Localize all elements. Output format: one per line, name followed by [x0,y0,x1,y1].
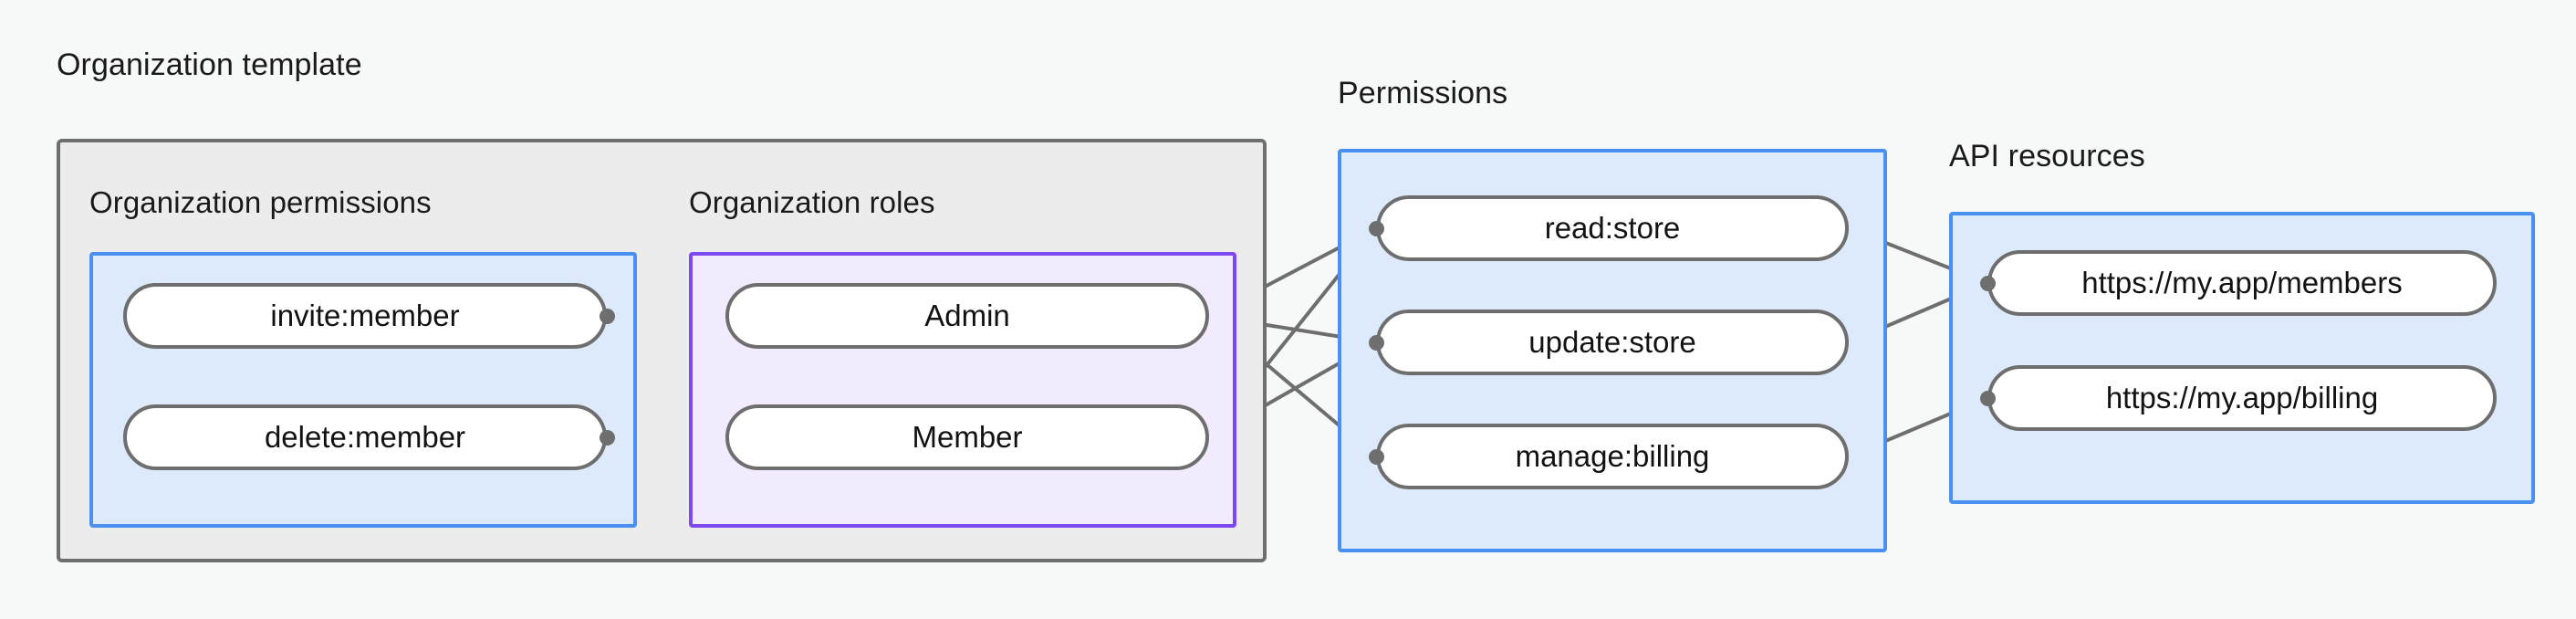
group-title-organization-template: Organization template [57,47,362,82]
port-invite-member [599,308,615,324]
node-admin[interactable]: Admin [725,283,1209,349]
group-title-api-resources: API resources [1949,139,2145,173]
node-label: manage:billing [1515,439,1710,473]
node-delete-member[interactable]: delete:member [123,404,607,470]
node-res-members[interactable]: https://my.app/members [1987,250,2497,316]
node-label: Admin [924,299,1010,332]
port-update-store [1368,334,1384,351]
node-update-store[interactable]: update:store [1376,310,1849,375]
node-label: https://my.app/billing [2105,381,2379,414]
group-title-organization-permissions: Organization permissions [89,185,432,219]
node-label: https://my.app/members [2081,266,2403,299]
port-manage-billing [1368,448,1384,465]
node-label: read:store [1544,211,1681,245]
node-manage-billing[interactable]: manage:billing [1376,424,1849,489]
group-title-permissions: Permissions [1338,76,1508,110]
port-res-members [1979,275,1996,291]
node-member[interactable]: Member [725,404,1209,470]
port-res-billing [1979,390,1996,406]
node-label: delete:member [264,420,466,454]
node-invite-member[interactable]: invite:member [123,283,607,349]
node-read-store[interactable]: read:store [1376,195,1849,261]
port-read-store [1368,220,1384,236]
node-label: update:store [1528,325,1696,359]
node-label: invite:member [270,299,460,332]
node-res-billing[interactable]: https://my.app/billing [1987,365,2497,431]
group-title-organization-roles: Organization roles [689,185,935,219]
node-label: Member [912,420,1023,454]
port-delete-member [599,429,615,446]
